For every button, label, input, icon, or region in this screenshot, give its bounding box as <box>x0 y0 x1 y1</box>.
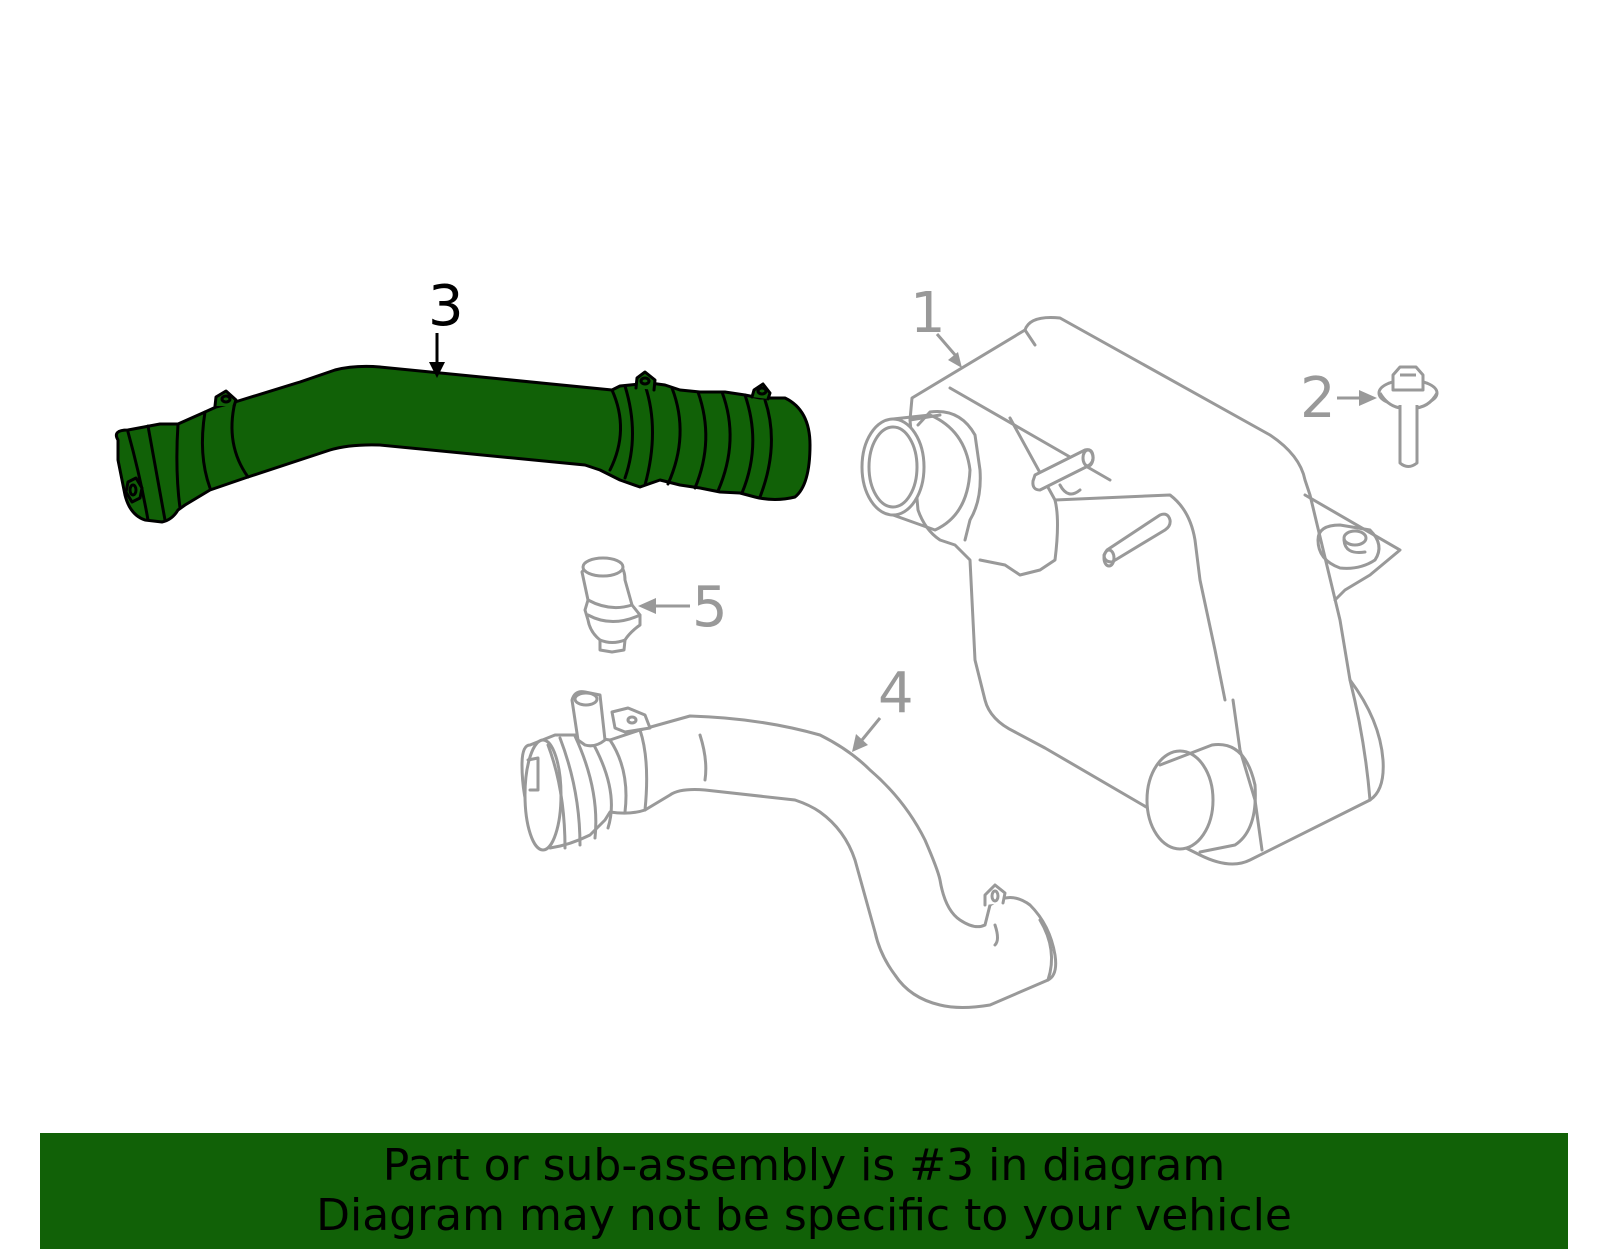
callout-1: 1 <box>910 281 946 346</box>
arrow-part-5 <box>638 598 690 614</box>
callout-5: 5 <box>692 575 728 640</box>
callout-2: 2 <box>1300 366 1336 431</box>
arrow-part-1 <box>935 333 962 368</box>
arrow-part-4 <box>852 717 882 752</box>
arrow-part-3 <box>429 333 445 378</box>
info-banner: Part or sub-assembly is #3 in diagram Di… <box>40 1133 1568 1249</box>
callout-3: 3 <box>428 274 464 339</box>
part-5-sensor[interactable] <box>580 556 642 654</box>
part-1-intercooler[interactable] <box>860 316 1402 866</box>
banner-line-1: Part or sub-assembly is #3 in diagram <box>382 1140 1226 1191</box>
callout-arrows <box>429 333 1377 752</box>
callout-4: 4 <box>878 661 914 726</box>
banner-line-2: Diagram may not be specific to your vehi… <box>316 1190 1292 1241</box>
part-2-bolt[interactable] <box>1377 365 1439 468</box>
part-3-air-hose[interactable] <box>114 364 812 524</box>
arrow-part-2 <box>1337 390 1377 406</box>
part-4-inlet-pipe[interactable] <box>520 690 1058 1009</box>
